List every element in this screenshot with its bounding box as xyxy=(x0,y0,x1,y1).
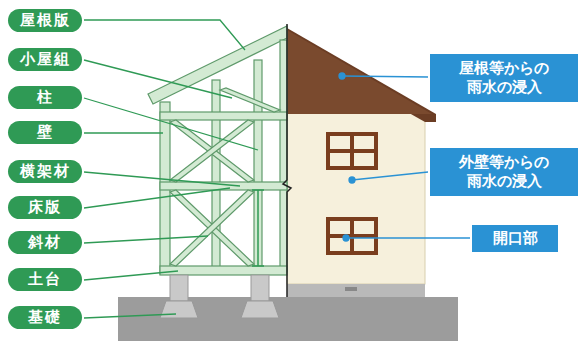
label-text: 屋根等からの 雨水の浸入 xyxy=(436,59,572,97)
callout-box: 屋根等からの 雨水の浸入 xyxy=(430,54,578,102)
part-label: 横架材 xyxy=(8,160,82,183)
roof-eave xyxy=(287,28,436,122)
part-label: 屋根版 xyxy=(8,9,82,32)
part-label: 基礎 xyxy=(8,306,82,329)
callout-box: 開口部 xyxy=(472,225,558,252)
label-text: 屋根版 xyxy=(20,11,71,30)
split-line xyxy=(283,24,291,297)
part-label: 斜材 xyxy=(8,231,82,254)
label-text: 基礎 xyxy=(28,308,62,327)
ground xyxy=(118,297,458,341)
roof xyxy=(287,30,432,114)
label-text: 小屋組 xyxy=(20,50,71,69)
label-text: 土台 xyxy=(28,270,62,289)
label-text: 壁 xyxy=(37,123,54,142)
part-label: 壁 xyxy=(8,121,82,144)
callout-box: 外壁等からの 雨水の浸入 xyxy=(430,148,578,196)
part-label: 土台 xyxy=(8,268,82,291)
label-text: 開口部 xyxy=(493,229,538,248)
label-text: 横架材 xyxy=(20,162,71,181)
vent xyxy=(345,287,357,291)
label-text: 外壁等からの 雨水の浸入 xyxy=(436,153,572,191)
part-label: 床版 xyxy=(8,196,82,219)
leader-line xyxy=(84,20,258,318)
foundation-pier xyxy=(160,275,279,318)
outer-wall xyxy=(287,112,425,284)
part-label: 小屋組 xyxy=(8,48,82,71)
window xyxy=(328,134,376,253)
label-text: 柱 xyxy=(37,88,54,107)
house-foundation xyxy=(287,284,425,297)
label-text: 床版 xyxy=(28,198,62,217)
part-label: 柱 xyxy=(8,86,82,109)
label-text: 斜材 xyxy=(28,233,62,252)
